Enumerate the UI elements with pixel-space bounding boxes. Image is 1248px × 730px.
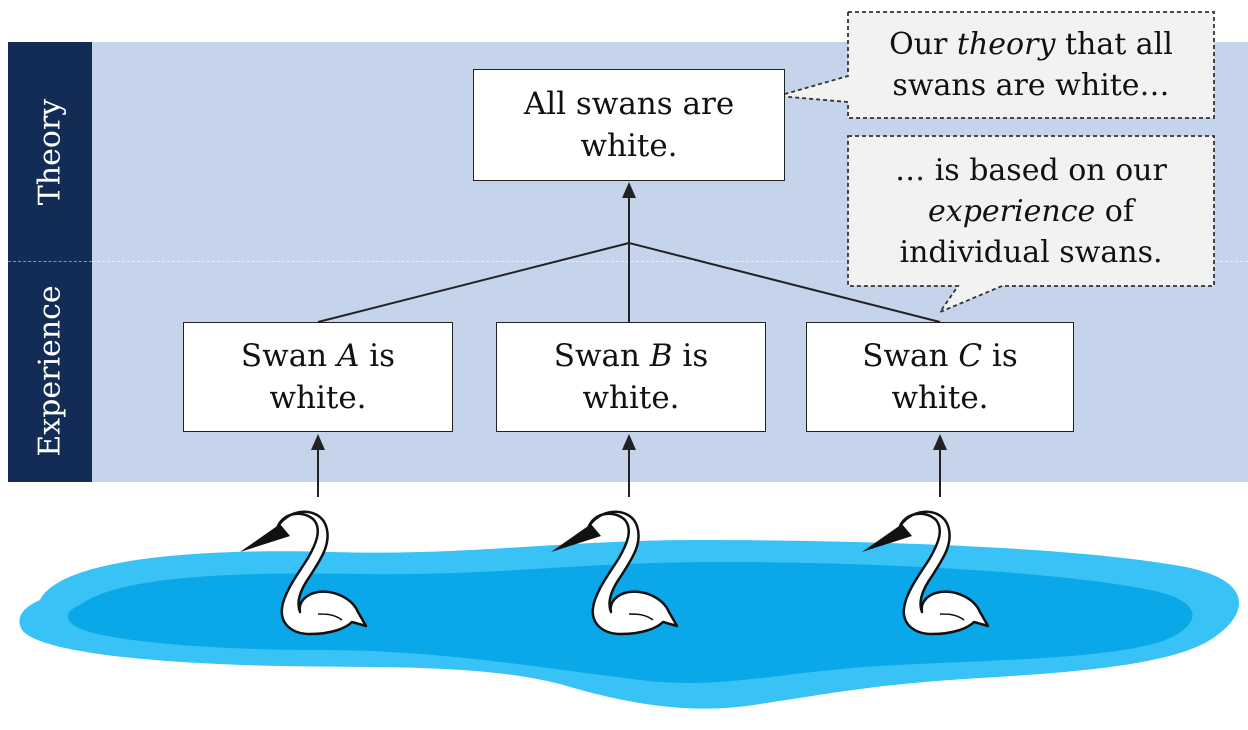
callout-experience-line-1: … is based on our: [895, 152, 1167, 188]
connector-a-to-junction: [317, 242, 630, 323]
experience-box-line-1: Swan B is: [554, 335, 709, 377]
callout-theory-bubble: [777, 11, 1215, 119]
swan-letter: A: [337, 338, 360, 374]
swan-suffix: is: [982, 338, 1018, 374]
callout-theory-line-1: Our theory that all: [889, 24, 1173, 65]
theory-box-line-1: All swans are: [523, 86, 735, 122]
arrowhead-swan-b: [622, 434, 636, 450]
arrowhead-swan-c: [933, 434, 947, 450]
swan-prefix: Swan: [862, 338, 959, 374]
sidebar: [8, 42, 92, 482]
callout-experience-text: … is based on our experience of individu…: [848, 136, 1214, 286]
callout-experience-line-2: experience of: [928, 191, 1134, 232]
swan-suffix: is: [672, 338, 709, 374]
experience-box-swan-a: Swan A is white.: [183, 322, 453, 432]
callout-theory-line-2: swans are white…: [892, 68, 1170, 103]
callout-text: of: [1095, 193, 1134, 229]
experience-box-line-1: Swan C is: [862, 335, 1018, 377]
experience-box-swan-c: Swan C is white.: [806, 322, 1074, 432]
experience-box-swan-b: Swan B is white.: [496, 322, 766, 432]
arrowhead-theory: [622, 182, 636, 198]
callout-emphasis: theory: [956, 27, 1056, 62]
callout-emphasis: experience: [928, 193, 1096, 229]
arrowhead-swan-a: [311, 434, 325, 450]
swan-prefix: Swan: [553, 338, 650, 374]
theory-box: All swans are white.: [473, 69, 785, 181]
callout-experience-line-3: individual swans.: [899, 234, 1163, 270]
swan-suffix: is: [359, 338, 396, 374]
callout-text: that all: [1055, 27, 1173, 62]
connector-c-to-junction: [628, 242, 941, 323]
experience-box-line-1: Swan A is: [241, 335, 395, 377]
experience-box-line-2: white.: [269, 380, 367, 416]
theory-box-line-2: white.: [580, 128, 678, 164]
experience-box-line-2: white.: [582, 380, 680, 416]
sidebar-divider: [8, 261, 92, 262]
callout-experience-bubble: [847, 135, 1215, 315]
swan-letter: C: [958, 338, 983, 374]
callout-theory-text: Our theory that all swans are white…: [848, 12, 1214, 118]
swan-letter: B: [649, 338, 673, 374]
band-divider: [92, 261, 1248, 262]
swan-prefix: Swan: [240, 338, 337, 374]
experience-box-line-2: white.: [891, 380, 989, 416]
callout-text: Our: [889, 27, 957, 62]
